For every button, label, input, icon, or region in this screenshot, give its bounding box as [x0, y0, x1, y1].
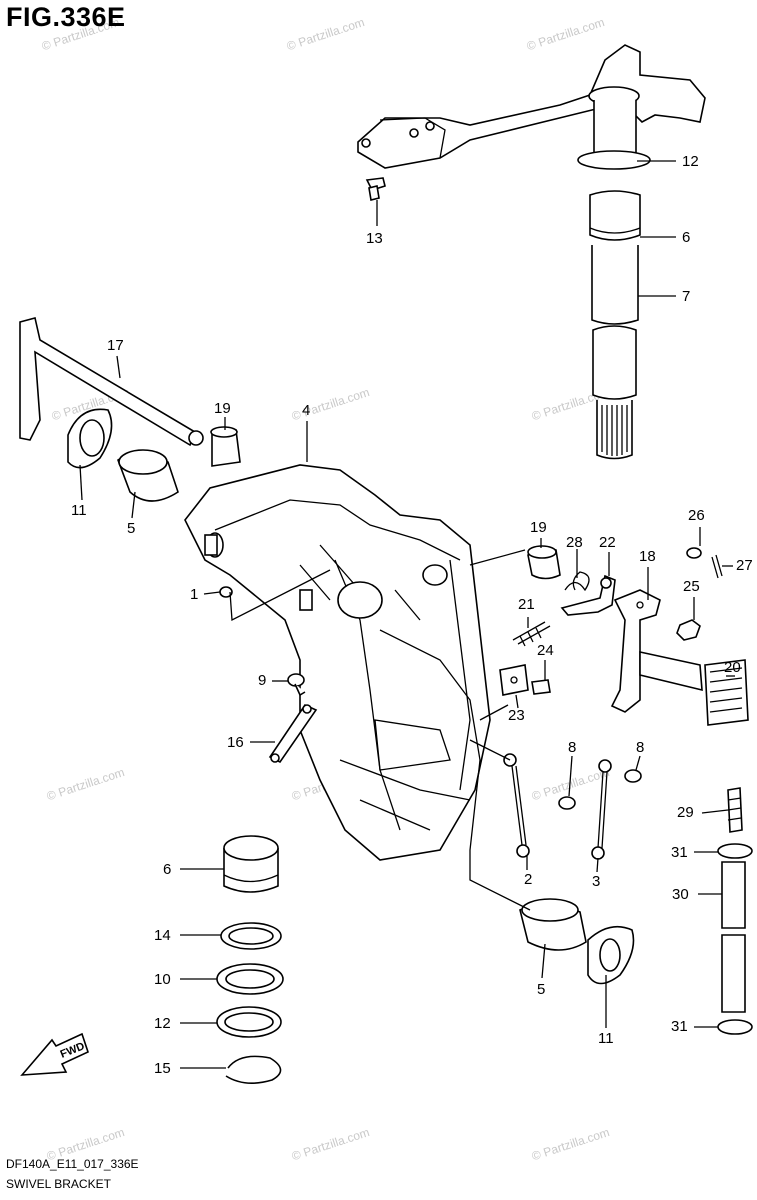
figure-title: FIG.336E: [6, 2, 126, 32]
callout-24: 24: [537, 642, 554, 659]
callout-16: 16: [227, 734, 244, 751]
leader-lines: [79, 160, 735, 1069]
callout-8: 8: [636, 739, 645, 756]
fitting-29: [727, 787, 743, 833]
clip-31a: [717, 843, 753, 859]
washer-10: [216, 963, 284, 995]
callout-29: 29: [677, 804, 694, 821]
callout-21: 21: [518, 596, 535, 613]
bolt-9: [287, 673, 306, 697]
callout-26: 26: [688, 507, 705, 524]
callout-22: 22: [599, 534, 616, 551]
bushing-6-lower: [223, 835, 279, 893]
callout-30: 30: [672, 886, 689, 903]
callout-12: 12: [682, 153, 699, 170]
bushing-19-right: [527, 545, 561, 580]
plate-23: [499, 664, 529, 696]
callout-19: 19: [214, 400, 231, 417]
snap-ring-15: [225, 1055, 282, 1084]
callout-20: 20: [724, 659, 741, 676]
callout-17: 17: [107, 337, 124, 354]
callout-8: 8: [568, 739, 577, 756]
grip-20: [704, 659, 749, 726]
callout-23: 23: [508, 707, 525, 724]
nut-25: [676, 619, 701, 641]
washer-11-right: [587, 925, 635, 985]
callout-19: 19: [530, 519, 547, 536]
callout-18: 18: [639, 548, 656, 565]
pin-27: [711, 554, 723, 579]
bushing-5-left: [117, 449, 179, 502]
hose-30: [721, 861, 746, 1013]
bolt-13-part: [365, 177, 386, 201]
diagram-caption: SWIVEL BRACKET: [6, 1177, 111, 1191]
bolt-8b: [624, 769, 642, 783]
callout-13: 13: [366, 230, 383, 247]
callout-9: 9: [258, 672, 267, 689]
callout-1: 1: [190, 586, 199, 603]
callout-28: 28: [566, 534, 583, 551]
washer-11-left: [67, 408, 113, 469]
callout-14: 14: [154, 927, 171, 944]
washer-12-lower: [216, 1006, 282, 1038]
bushing-5-right: [519, 898, 587, 951]
callout-25: 25: [683, 578, 700, 595]
callout-6: 6: [163, 861, 172, 878]
link-16: [268, 703, 318, 764]
lever-22: [560, 574, 616, 616]
callout-7: 7: [682, 288, 691, 305]
callout-5: 5: [537, 981, 546, 998]
callout-31: 31: [671, 1018, 688, 1035]
bushing-19-left: [210, 426, 241, 467]
spring-28: [564, 571, 590, 592]
callout-31: 31: [671, 844, 688, 861]
callout-6: 6: [682, 229, 691, 246]
ground-lead-3: [591, 759, 612, 860]
callout-5: 5: [127, 520, 136, 537]
callout-2: 2: [524, 871, 533, 888]
clip-31b: [717, 1019, 753, 1035]
tilt-rod-part: [19, 317, 204, 447]
callout-12: 12: [154, 1015, 171, 1032]
steering-arm-part: [357, 44, 706, 169]
spring-21: [512, 621, 551, 647]
washer-14: [220, 922, 282, 950]
washer-26: [686, 547, 702, 559]
bolt-24: [531, 679, 551, 695]
callout-4: 4: [302, 402, 311, 419]
callout-27: 27: [736, 557, 753, 574]
callout-10: 10: [154, 971, 171, 988]
ground-lead-2: [503, 753, 530, 858]
callout-11: 11: [598, 1030, 614, 1047]
callout-3: 3: [592, 873, 601, 890]
callout-11: 11: [71, 502, 87, 519]
callout-15: 15: [154, 1060, 171, 1077]
swivel-bracket-part: [184, 464, 491, 861]
shaft-upper: [577, 100, 651, 460]
bolt-8a: [558, 796, 576, 810]
fwd-arrow-icon: FWD: [20, 1032, 89, 1076]
tilt-lever-18: [610, 589, 703, 713]
diagram-code: DF140A_E11_017_336E: [6, 1157, 139, 1171]
